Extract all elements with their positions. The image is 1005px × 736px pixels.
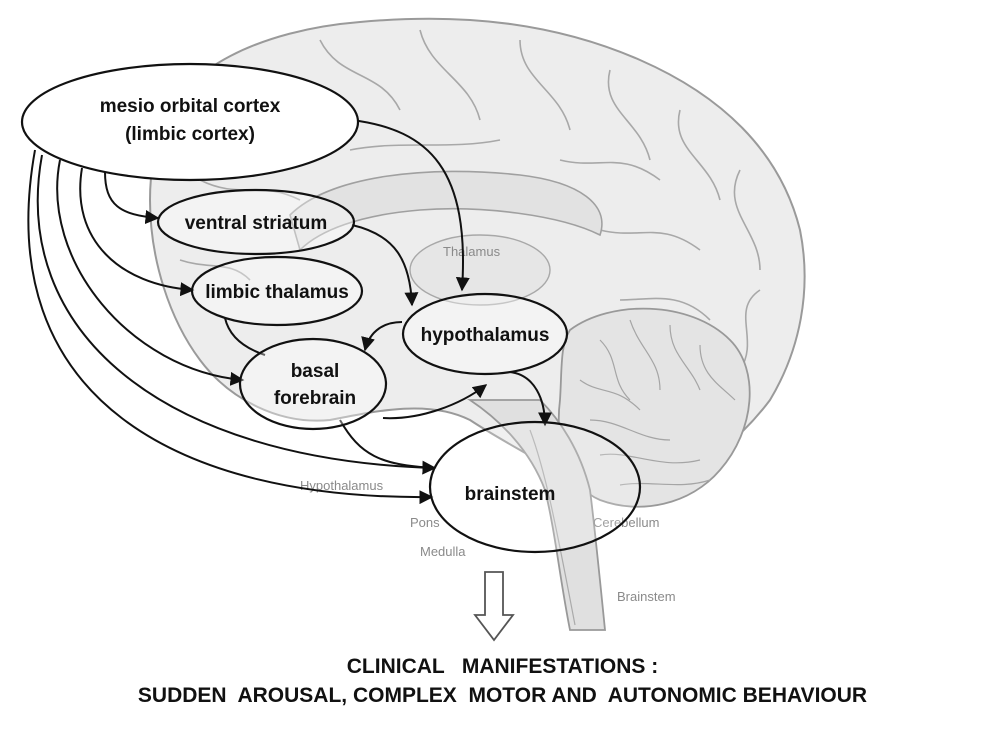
node-label-cortex-2: (limbic cortex) — [125, 124, 255, 145]
anat-label-thalamus: Thalamus — [443, 244, 501, 259]
anat-label-brainstem: Brainstem — [617, 589, 676, 604]
node-label-cortex-1: mesio orbital cortex — [100, 96, 281, 117]
anat-label-pons: Pons — [410, 515, 440, 530]
anat-label-medulla: Medulla — [420, 544, 466, 559]
caption-subtitle: SUDDEN AROUSAL, COMPLEX MOTOR AND AUTONO… — [0, 684, 1005, 708]
node-label-forebrain-2: forebrain — [274, 388, 356, 409]
node-label-thalamus: limbic thalamus — [205, 282, 349, 303]
down-arrow-icon — [475, 572, 513, 640]
caption-title: CLINICAL MANIFESTATIONS : — [0, 655, 1005, 679]
node-cortex — [22, 64, 358, 180]
node-basal-forebrain — [240, 339, 386, 429]
node-label-forebrain-1: basal — [291, 361, 340, 382]
node-label-striatum: ventral striatum — [185, 213, 328, 234]
node-label-brainstem: brainstem — [465, 484, 556, 505]
node-label-hypothalamus: hypothalamus — [421, 325, 550, 346]
